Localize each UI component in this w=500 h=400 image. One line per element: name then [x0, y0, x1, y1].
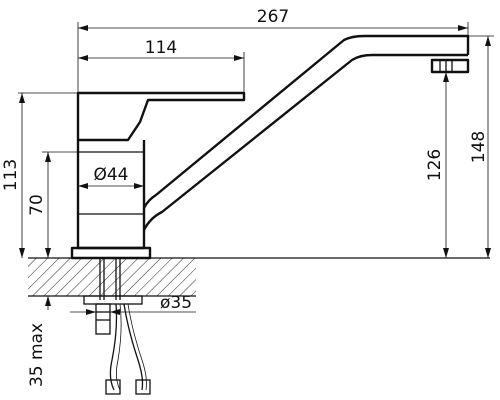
faucet-spout	[142, 34, 470, 231]
countertop	[28, 257, 490, 297]
dim-hole-diameter: ø35	[160, 293, 192, 313]
dim-total-height: 148	[469, 131, 489, 163]
dim-max-thickness: 35 max	[27, 323, 47, 387]
faucet-body	[70, 91, 246, 260]
dim-body-height: 113	[1, 159, 21, 191]
dim-body-diameter: Ø44	[93, 165, 128, 185]
dimension-lines	[18, 22, 494, 315]
dim-spout-height: 126	[425, 149, 445, 181]
dim-handle-length: 114	[145, 38, 177, 58]
dim-total-length: 267	[257, 7, 289, 27]
dim-base-height: 70	[27, 194, 47, 216]
mounting-hardware	[83, 258, 151, 395]
